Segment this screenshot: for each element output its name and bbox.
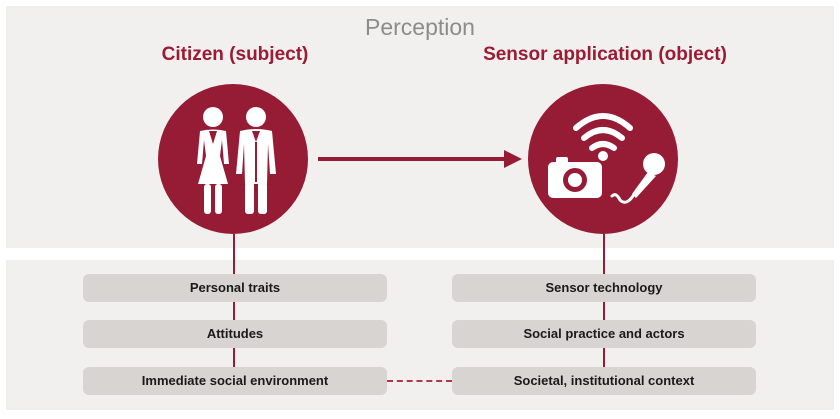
- wifi-icon: [573, 113, 633, 151]
- sensor-devices-icon: [548, 113, 665, 204]
- microphone-icon: [610, 153, 665, 204]
- context-dashed-link: [387, 380, 452, 382]
- people-icon: [197, 107, 276, 214]
- object-circle: [528, 84, 678, 234]
- object-connector-line: [603, 234, 605, 382]
- camera-icon: [548, 157, 602, 198]
- subject-factor-attitudes: Attitudes: [83, 320, 387, 348]
- object-factor-institutional-context: Societal, institutional context: [452, 367, 756, 395]
- subject-factor-personal-traits: Personal traits: [83, 274, 387, 302]
- subject-connector-line: [233, 234, 235, 382]
- subject-heading: Citizen (subject): [161, 44, 309, 65]
- subject-circle: [158, 84, 308, 234]
- object-factor-social-practice: Social practice and actors: [452, 320, 756, 348]
- diagram-title: Perception: [365, 14, 475, 40]
- perception-arrow: [318, 150, 522, 168]
- subject-factor-social-environment: Immediate social environment: [83, 367, 387, 395]
- perception-panel: [6, 6, 834, 248]
- object-factor-sensor-technology: Sensor technology: [452, 274, 756, 302]
- object-heading: Sensor application (object): [483, 44, 727, 65]
